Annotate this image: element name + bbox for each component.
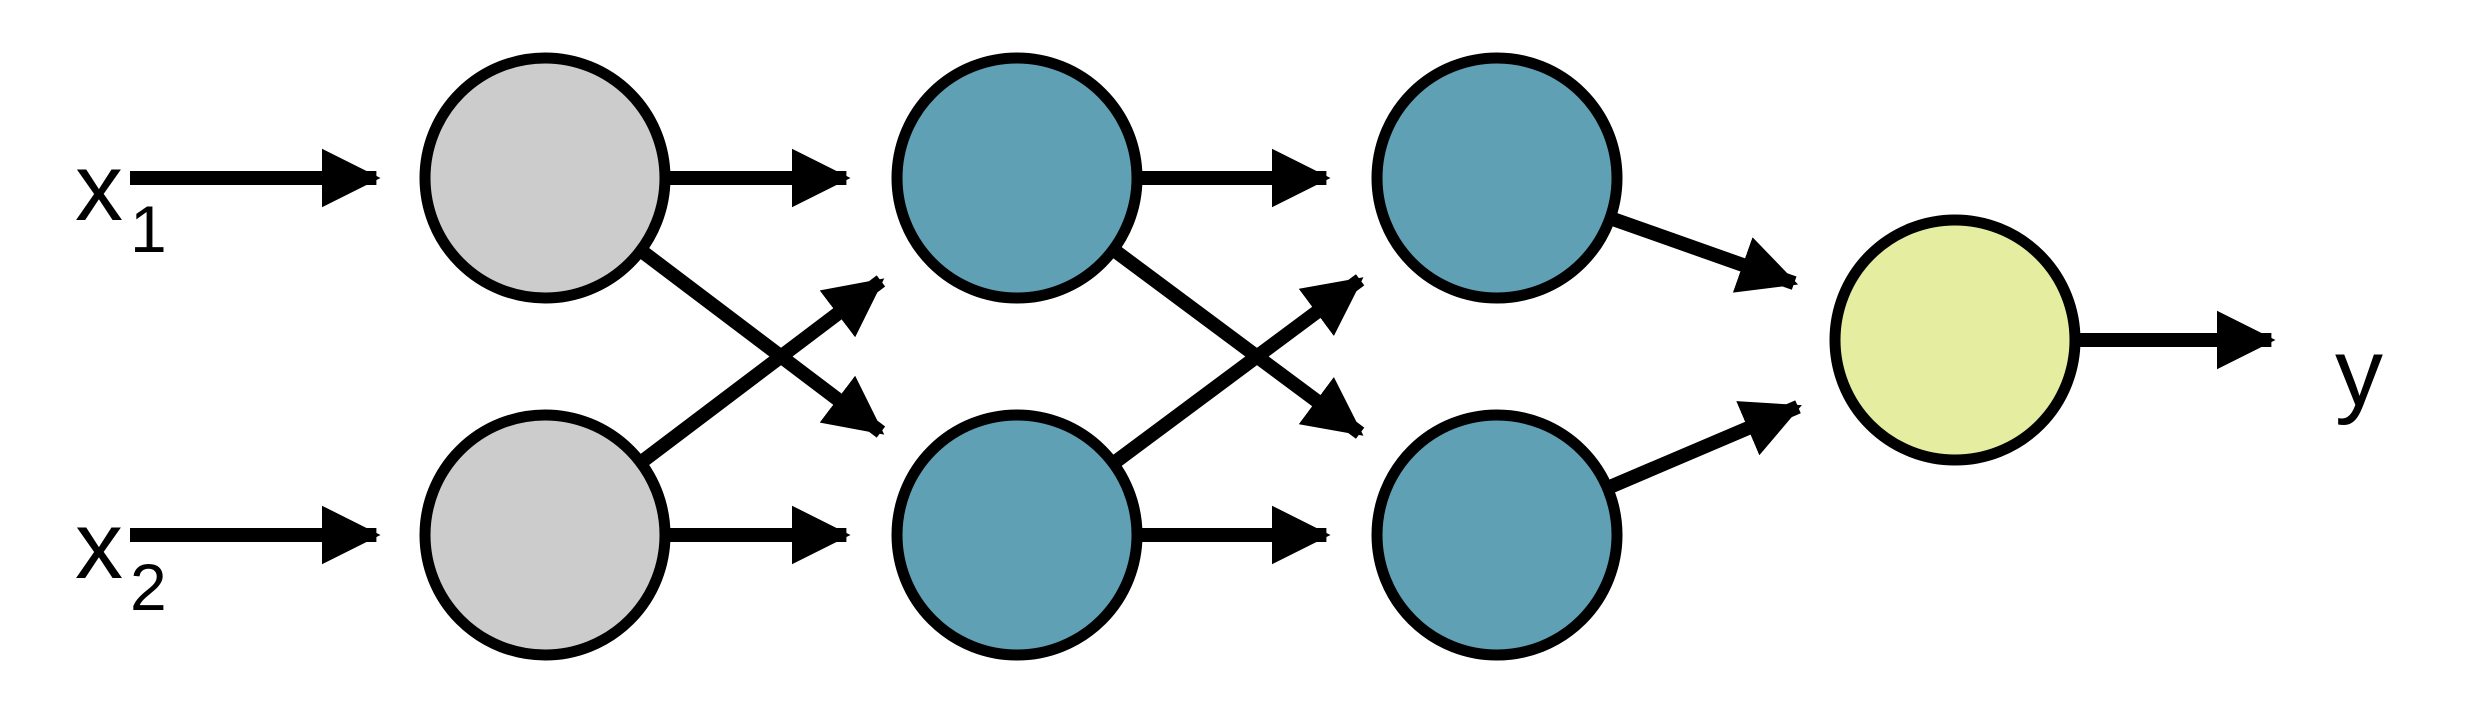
node-h1b[interactable] [891,409,1143,661]
node-o1[interactable] [1829,214,2081,466]
io-arrows-group [130,148,2276,565]
node-i1[interactable] [419,52,671,304]
input-label-x2: x [75,492,123,599]
node-h2b[interactable] [1371,409,1623,661]
input-label-x1-subscript: 1 [130,192,167,266]
edge-h1a-to-h2b [1107,242,1365,439]
edge-i2-to-h1a [634,275,886,470]
node-h2a[interactable] [1371,52,1623,304]
edge-h1b-to-h2a [1107,274,1365,471]
node-i2[interactable] [419,409,671,661]
output-label-y: y [2335,319,2383,426]
node-h1a[interactable] [891,52,1143,304]
edge-h2a-to-o1 [1605,210,1799,293]
edge-h2b-to-o1 [1602,400,1802,496]
nodes-group [419,52,2081,661]
edges-group [634,148,1802,565]
input-label-x1: x [75,134,123,241]
input-label-x2-subscript: 2 [130,550,167,624]
edge-i1-to-h1b [634,243,886,438]
